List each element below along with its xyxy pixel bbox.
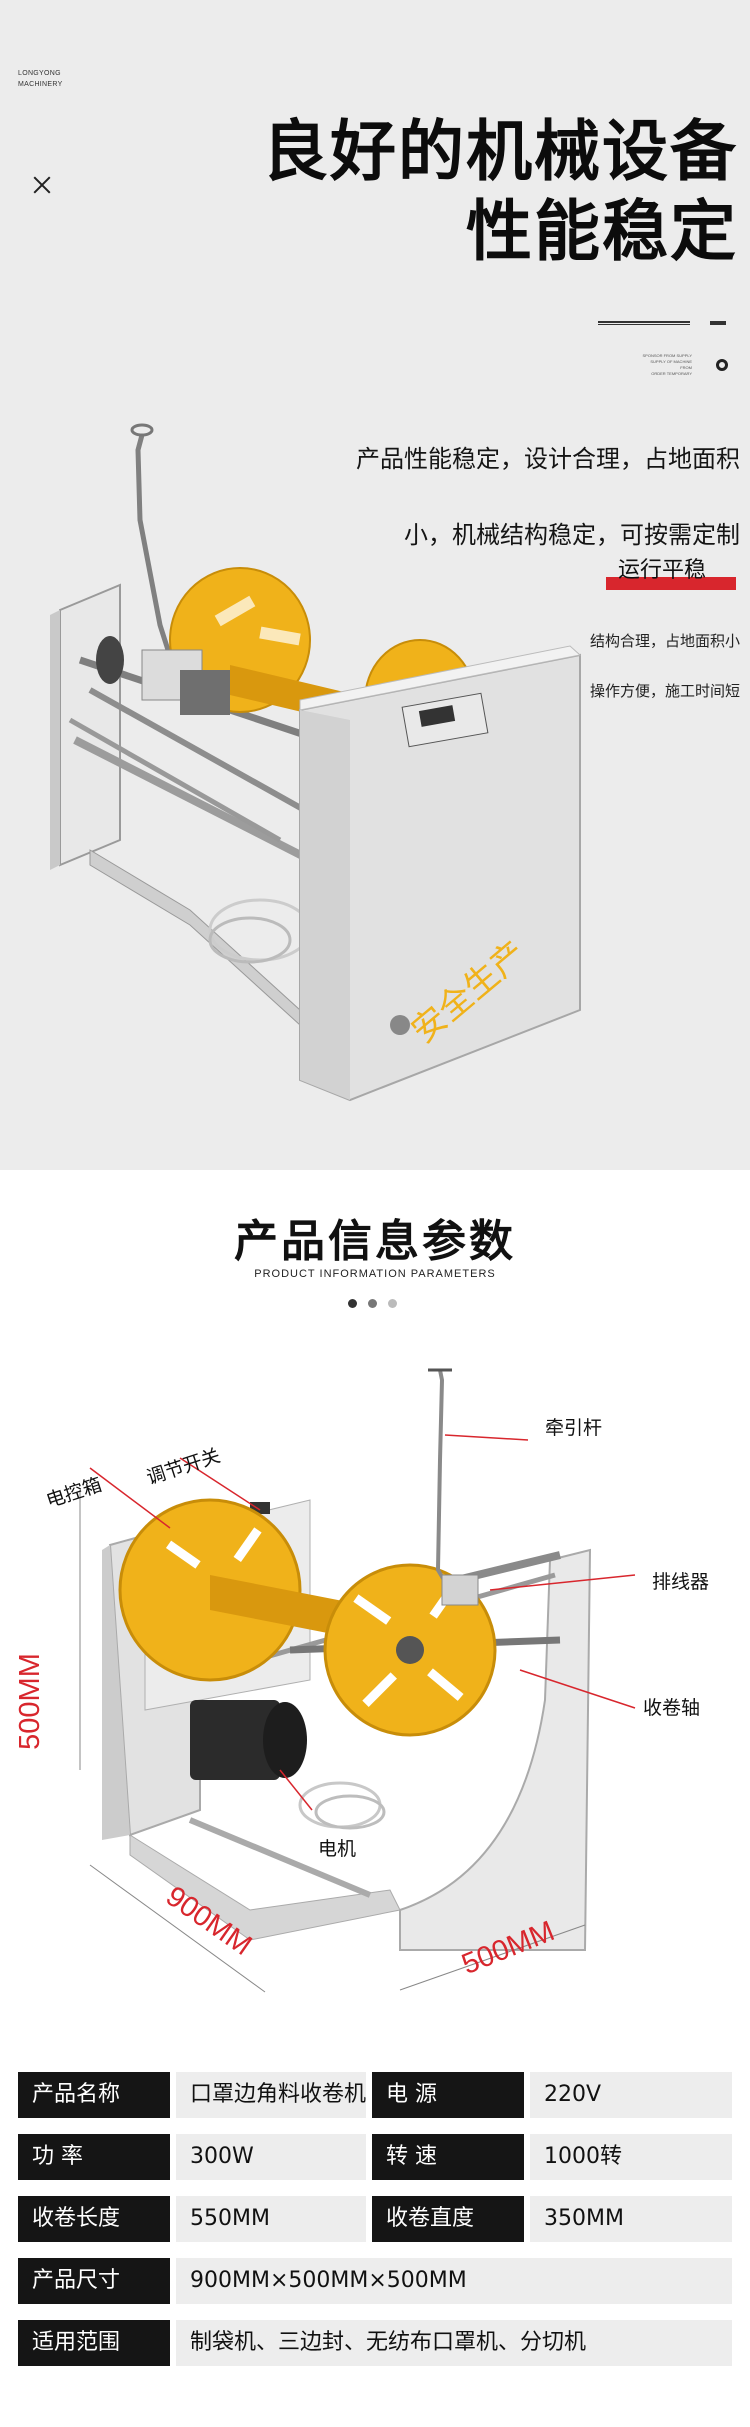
decor-text-1: SPONSOR FROM SUPPLY <box>642 353 693 358</box>
spec-label: 适用范围 <box>18 2320 170 2366</box>
badge-underline <box>606 577 736 590</box>
table-row: 产品名称 口罩边角料收卷机 电 源 220V <box>18 2072 732 2118</box>
spec-value: 1000转 <box>530 2134 732 2180</box>
spec-label: 产品尺寸 <box>18 2258 170 2304</box>
hero-title-line1: 良好的机械设备 <box>262 113 738 190</box>
spec-value: 220V <box>530 2072 732 2118</box>
callout-pull-rod: 牵引杆 <box>545 1417 603 1439</box>
table-row: 产品尺寸 900MM×500MM×500MM <box>18 2258 732 2304</box>
machine-photo-diagram <box>79 1368 636 1993</box>
spec-label: 电 源 <box>372 2072 524 2118</box>
decor-small-text: SPONSOR FROM SUPPLY SUPPLY OF MACHINE FR… <box>640 353 693 377</box>
spec-value: 550MM <box>176 2196 366 2242</box>
decor-line <box>598 321 690 325</box>
spec-value: 900MM×500MM×500MM <box>176 2258 732 2304</box>
spec-value: 制袋机、三边封、无纺布口罩机、分切机 <box>176 2320 732 2366</box>
spec-label: 收卷长度 <box>18 2196 170 2242</box>
brand-line1: LONGYONG <box>18 70 61 77</box>
hero-desc-line2: 小，机械结构稳定，可按需定制 <box>404 521 740 549</box>
spec-value: 口罩边角料收卷机 <box>176 2072 366 2118</box>
brand-logo-text: LONGYONG MACHINERY <box>18 68 63 90</box>
decor-text-3: ORDER TEMPORARY <box>651 371 692 376</box>
callout-wire-arranger: 排线器 <box>652 1571 710 1593</box>
callout-reel-shaft: 收卷轴 <box>643 1697 701 1719</box>
feature-desc: 结构合理，占地面积小 操作方便，施工时间短 <box>590 604 740 729</box>
table-row: 功 率 300W 转 速 1000转 <box>18 2134 732 2180</box>
spec-label: 转 速 <box>372 2134 524 2180</box>
machine-photo-hero: 安全生产 <box>50 423 582 1102</box>
table-row: 收卷长度 550MM 收卷直度 350MM <box>18 2196 732 2242</box>
decor-dash <box>710 321 726 325</box>
carousel-dots <box>348 1299 408 1311</box>
hero-title: 良好的机械设备 性能稳定 <box>262 112 738 272</box>
badge-label: 运行平稳 <box>618 558 707 583</box>
dim-height: 500MM <box>13 1653 46 1750</box>
callout-motor: 电机 <box>318 1838 357 1860</box>
spec-label: 收卷直度 <box>372 2196 524 2242</box>
feature-desc-line2: 操作方便，施工时间短 <box>589 682 740 700</box>
spec-label: 功 率 <box>18 2134 170 2180</box>
circle-icon <box>716 359 728 371</box>
dot[interactable] <box>388 1299 397 1308</box>
spec-value: 300W <box>176 2134 366 2180</box>
table-row: 适用范围 制袋机、三边封、无纺布口罩机、分切机 <box>18 2320 732 2366</box>
spec-label: 产品名称 <box>18 2072 170 2118</box>
feature-desc-line1: 结构合理，占地面积小 <box>589 632 740 650</box>
close-icon[interactable] <box>28 172 56 200</box>
dot-active[interactable] <box>348 1299 357 1308</box>
spec-value: 350MM <box>530 2196 732 2242</box>
hero-desc-line1: 产品性能稳定，设计合理，占地面积 <box>356 445 740 473</box>
brand-line2: MACHINERY <box>18 81 63 88</box>
section-subtitle: PRODUCT INFORMATION PARAMETERS <box>254 1268 496 1280</box>
hero-title-line2: 性能稳定 <box>466 193 738 270</box>
feature-badge: 运行平稳 <box>606 555 736 595</box>
section-title: 产品信息参数 <box>234 1216 516 1267</box>
decor-text-2: SUPPLY OF MACHINE FROM <box>650 359 692 370</box>
hero-description: 产品性能稳定，设计合理，占地面积 小，机械结构稳定，可按需定制 <box>356 402 740 592</box>
dot[interactable] <box>368 1299 377 1308</box>
hero-section: LONGYONG MACHINERY 良好的机械设备 性能稳定 SPONSOR … <box>0 0 750 1170</box>
